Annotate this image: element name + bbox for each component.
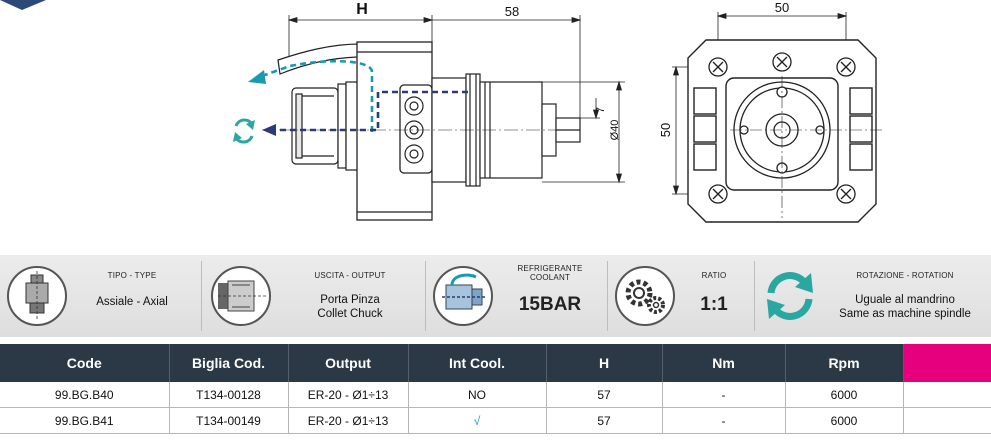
spec-coolant: REFRIGERANTE COOLANT 15BAR bbox=[426, 255, 606, 337]
drive-flow-arrow bbox=[278, 90, 468, 132]
body-ports bbox=[404, 96, 424, 164]
corner-logo-mark bbox=[0, 0, 46, 10]
cell-accent bbox=[903, 382, 991, 408]
dimension-58 bbox=[432, 15, 582, 122]
drive-arrow-head bbox=[262, 124, 276, 136]
technical-drawing: H 58 bbox=[0, 0, 884, 223]
spec-ratio-value: 1:1 bbox=[700, 294, 728, 315]
dimension-50-top-label: 50 bbox=[775, 0, 789, 15]
dimension-50-top bbox=[716, 12, 848, 62]
spec-coolant-label-1: REFRIGERANTE bbox=[517, 264, 583, 273]
spec-output-value-1: Porta Pinza bbox=[320, 294, 380, 306]
spec-output-value-2: Collet Chuck bbox=[317, 308, 383, 320]
spec-rotation-value-2: Same as machine spindle bbox=[839, 308, 971, 320]
spec-ratio: RATIO 1:1 bbox=[608, 255, 753, 337]
spec-output: USCITA - OUTPUT Porta Pinza Collet Chuck bbox=[202, 255, 424, 337]
cell-biglia: T134-00128 bbox=[169, 382, 289, 408]
collet-nut bbox=[291, 81, 359, 171]
cell-biglia: T134-00149 bbox=[169, 407, 289, 434]
column-header-nm: Nm bbox=[662, 344, 786, 382]
gears-icon bbox=[615, 266, 675, 326]
spec-type-label: TIPO - TYPE bbox=[107, 271, 157, 280]
dimension-50-side-label: 50 bbox=[658, 123, 673, 137]
cell-rpm: 6000 bbox=[785, 382, 904, 408]
cell-code: 99.BG.B41 bbox=[0, 407, 170, 434]
spec-rotation-label: ROTAZIONE - ROTATION bbox=[856, 271, 954, 280]
spec-ratio-label: RATIO bbox=[701, 271, 727, 280]
divider bbox=[425, 261, 426, 331]
table-row[interactable]: 99.BG.B41 T134-00149 ER-20 - Ø1÷13 √ 57 … bbox=[0, 407, 991, 434]
axial-tool-icon bbox=[7, 266, 67, 326]
cell-int-cool: √ bbox=[408, 407, 547, 434]
cell-nm: - bbox=[662, 382, 786, 408]
cell-code: 99.BG.B40 bbox=[0, 382, 170, 408]
divider bbox=[607, 261, 608, 331]
dimension-h-label: H bbox=[356, 1, 368, 18]
column-header-h: H bbox=[546, 344, 663, 382]
cell-h: 57 bbox=[546, 382, 663, 408]
cell-accent bbox=[903, 407, 991, 434]
front-view-bolts bbox=[708, 52, 856, 204]
spec-rotation-value-1: Uguale al mandrino bbox=[855, 294, 955, 306]
cell-h: 57 bbox=[546, 407, 663, 434]
coolant-pipe bbox=[277, 43, 361, 75]
front-view-axes bbox=[730, 76, 884, 218]
table-row[interactable]: 99.BG.B40 T134-00128 ER-20 - Ø1÷13 NO 57… bbox=[0, 382, 991, 408]
dimension-diameter bbox=[542, 80, 625, 184]
cell-rpm: 6000 bbox=[785, 407, 904, 434]
dimension-58-label: 58 bbox=[505, 4, 519, 19]
spec-coolant-value: 15BAR bbox=[518, 294, 582, 315]
spec-rotation: ROTAZIONE - ROTATION Uguale al mandrino … bbox=[755, 255, 991, 337]
column-header-rpm: Rpm bbox=[785, 344, 904, 382]
cell-output: ER-20 - Ø1÷13 bbox=[288, 382, 409, 408]
column-header-accent bbox=[903, 344, 991, 382]
divider bbox=[201, 261, 202, 331]
coolant-arrow-head bbox=[248, 70, 266, 84]
spec-output-label: USCITA - OUTPUT bbox=[314, 271, 386, 280]
spec-band: TIPO - TYPE Assiale - Axial USCITA - OUT… bbox=[0, 255, 991, 337]
rotation-icon bbox=[767, 272, 813, 320]
column-header-code: Code bbox=[0, 344, 170, 382]
spec-coolant-label-2: COOLANT bbox=[529, 273, 571, 282]
dimension-diameter-label: Ø40 bbox=[609, 120, 621, 141]
column-header-biglia: Biglia Cod. bbox=[169, 344, 289, 382]
divider bbox=[754, 261, 755, 331]
spec-type-value: Assiale - Axial bbox=[96, 296, 168, 308]
column-header-int-cool: Int Cool. bbox=[408, 344, 547, 382]
cell-output: ER-20 - Ø1÷13 bbox=[288, 407, 409, 434]
cell-nm: - bbox=[662, 407, 786, 434]
table-header-row: Code Biglia Cod. Output Int Cool. H Nm R… bbox=[0, 344, 991, 382]
dimension-7-label: 7 bbox=[595, 107, 607, 113]
column-header-output: Output bbox=[288, 344, 409, 382]
rotation-small-arrow-1 bbox=[246, 120, 255, 130]
spec-type: TIPO - TYPE Assiale - Axial bbox=[0, 255, 200, 337]
coolant-flow-arrow bbox=[261, 59, 374, 132]
coolant-icon bbox=[433, 266, 493, 326]
cell-int-cool: NO bbox=[408, 382, 547, 408]
product-table: Code Biglia Cod. Output Int Cool. H Nm R… bbox=[0, 344, 991, 434]
collet-chuck-icon bbox=[211, 266, 271, 326]
rotation-small-arrow-2 bbox=[233, 132, 242, 142]
